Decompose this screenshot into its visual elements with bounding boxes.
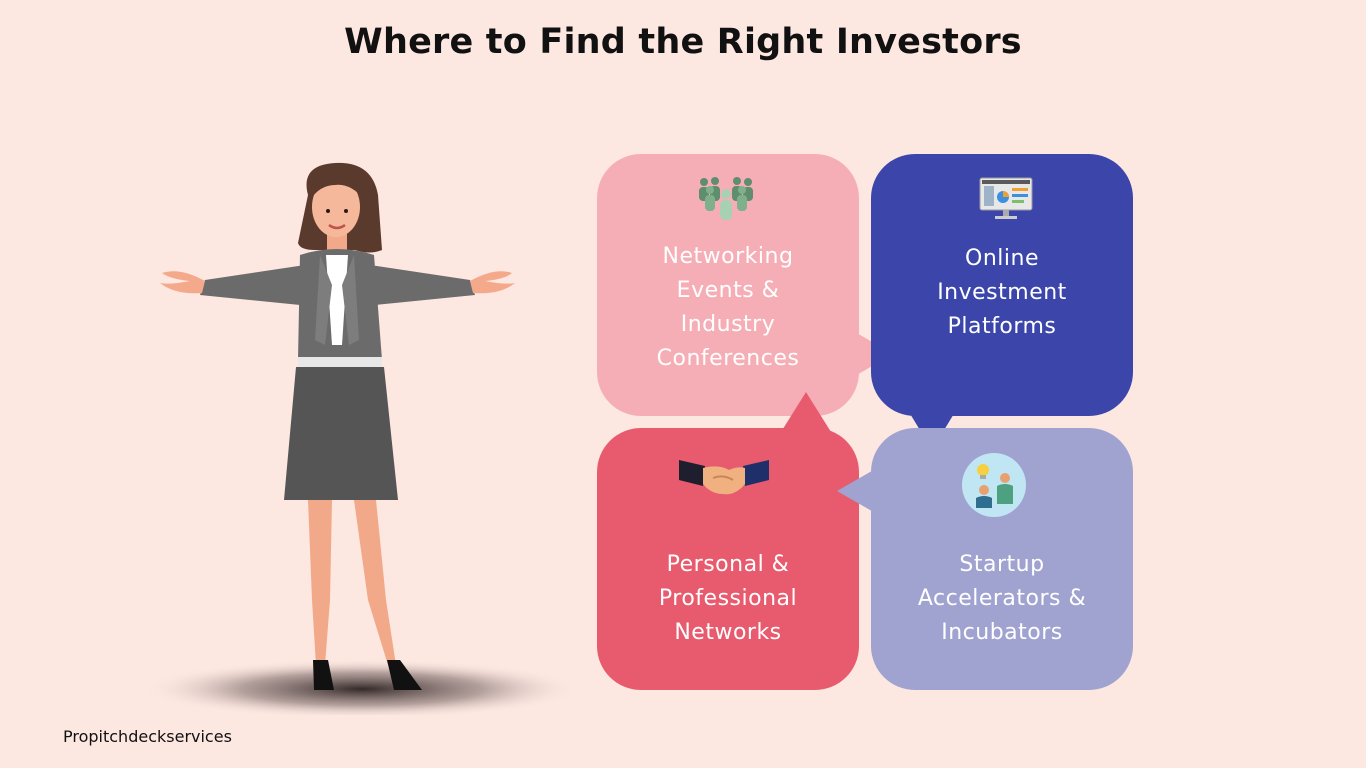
card-startup-accelerators: Startup Accelerators & Incubators <box>837 428 1133 690</box>
card-label: Startup Accelerators & Incubators <box>917 552 1087 645</box>
card-label: Networking Events & Industry Conferences <box>656 244 800 371</box>
handshake-icon <box>679 456 769 506</box>
card-personal-networks: Personal & Professional Networks <box>597 392 859 690</box>
card-label: Personal & Professional Networks <box>658 552 798 645</box>
card-online-platforms: Online Investment Platforms <box>871 154 1133 450</box>
footer-brand: Propitchdeckservices <box>63 727 232 746</box>
card-networking-events: Networking Events & Industry Conferences <box>597 154 893 416</box>
monitor-dashboard-icon <box>979 176 1033 226</box>
idea-team-icon <box>961 452 1027 522</box>
people-group-icon <box>698 176 754 226</box>
page-title: Where to Find the Right Investors <box>344 22 1022 62</box>
card-label: Online Investment Platforms <box>937 246 1067 339</box>
businesswoman-illustration <box>142 155 582 719</box>
